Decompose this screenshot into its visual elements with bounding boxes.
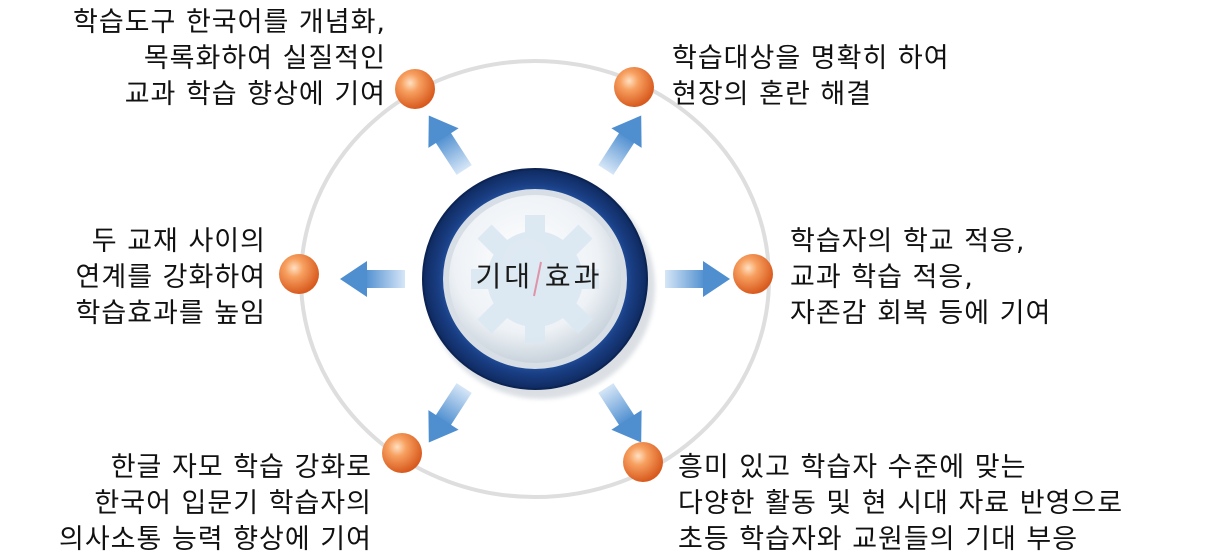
arrow-upper-right — [598, 115, 642, 175]
node-upper-left — [395, 69, 435, 109]
effect-line: 한국어 입문기 학습자의 — [94, 488, 372, 519]
effect-line: 흥미 있고 학습자 수준에 맞는 — [678, 452, 1027, 483]
node-right — [733, 254, 773, 294]
effect-label-upper-right: 학습대상을 명확히 하여 현장의 혼란 해결 — [672, 41, 1032, 113]
node-lower-right — [623, 442, 663, 482]
effect-line: 학습대상을 명확히 하여 — [672, 43, 950, 74]
gear-icon — [471, 215, 599, 343]
effect-label-lower-right: 흥미 있고 학습자 수준에 맞는 다양한 활동 및 현 시대 자료 반영으로 초… — [678, 450, 1198, 558]
arrow-upper-left — [428, 115, 472, 175]
center-hub — [422, 168, 655, 399]
effect-line: 자존감 회복 등에 기여 — [790, 298, 1052, 329]
node-upper-right — [614, 67, 654, 107]
effect-line: 초등 학습자와 교원들의 기대 부응 — [678, 524, 1079, 555]
effect-label-lower-left: 한글 자모 학습 강화로 한국어 입문기 학습자의 의사소통 능력 향상에 기여 — [4, 450, 372, 558]
arrows — [340, 115, 730, 443]
effect-label-right: 학습자의 학교 적응, 교과 학습 적응, 자존감 회복 등에 기여 — [790, 224, 1190, 332]
effect-line: 두 교재 사이의 — [91, 226, 266, 257]
center-title: 기대 효과 — [475, 260, 603, 293]
effect-line: 한글 자모 학습 강화로 — [110, 452, 372, 483]
node-lower-left — [382, 433, 422, 473]
effect-line: 현장의 혼란 해결 — [672, 79, 873, 110]
effect-line: 학습자의 학교 적응, — [790, 226, 1026, 257]
effect-line: 연계를 강화하여 — [75, 262, 266, 293]
nodes — [279, 67, 773, 482]
arrow-lower-right — [598, 383, 642, 443]
effect-line: 학습도구 한국어를 개념화, — [73, 7, 386, 38]
effect-line: 학습효과를 높임 — [75, 298, 266, 329]
effect-line: 교과 학습 적응, — [790, 262, 974, 293]
effect-line: 목록화하여 실질적인 — [143, 43, 386, 74]
effect-label-upper-left: 학습도구 한국어를 개념화, 목록화하여 실질적인 교과 학습 향상에 기여 — [8, 5, 386, 113]
arrow-left — [340, 261, 405, 297]
arrow-right — [665, 261, 730, 297]
effect-line: 다양한 활동 및 현 시대 자료 반영으로 — [678, 488, 1124, 519]
effect-line: 의사소통 능력 향상에 기여 — [59, 524, 372, 555]
arrow-lower-left — [428, 383, 472, 443]
node-left — [279, 254, 319, 294]
effect-line: 교과 학습 향상에 기여 — [124, 79, 386, 110]
effect-label-left: 두 교재 사이의 연계를 강화하여 학습효과를 높임 — [30, 224, 266, 332]
